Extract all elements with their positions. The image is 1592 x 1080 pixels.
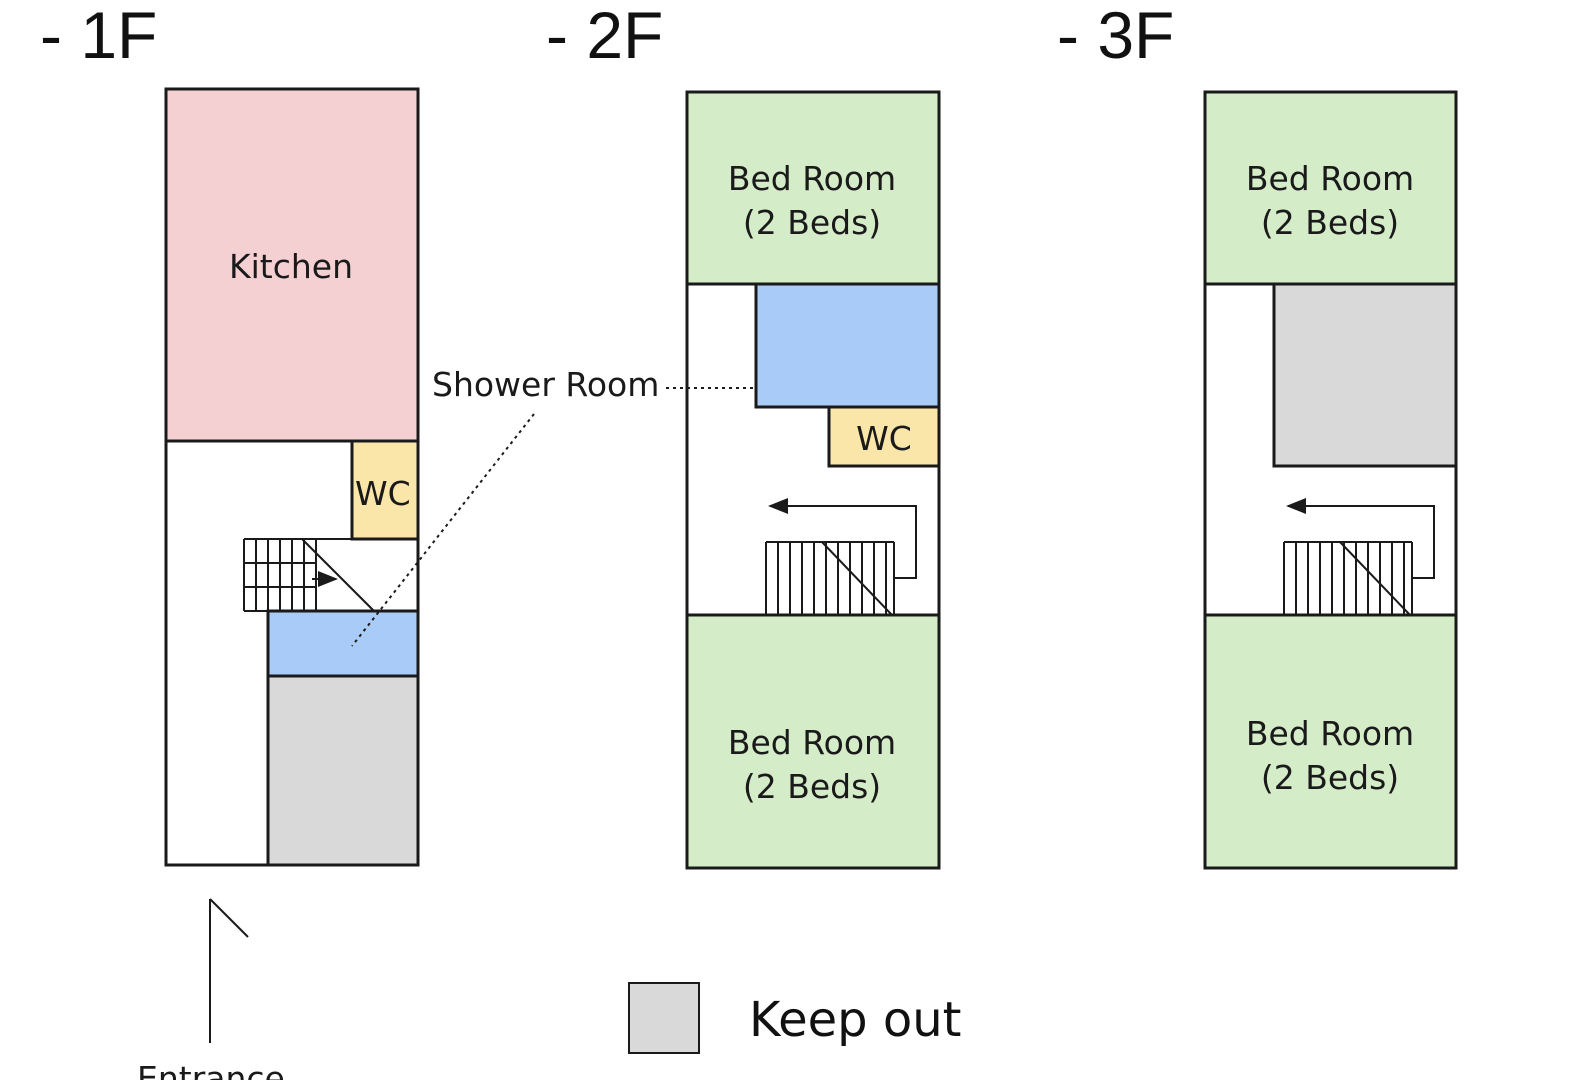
legend-keep-out-swatch: [628, 982, 700, 1054]
floor-title-1f: - 1F: [40, 0, 157, 72]
kitchen-label: Kitchen: [229, 247, 353, 286]
wc-label-1f: WC: [355, 474, 411, 513]
stairs-icon: [1283, 498, 1435, 616]
floor-title-2f: - 2F: [546, 0, 663, 72]
keep-out-area-1f: [266, 674, 420, 867]
shower-room-2f: [754, 282, 941, 409]
floor-3f: Bed Room (2 Beds) Bed Room (2 Beds): [1203, 90, 1458, 870]
kitchen-room: [164, 87, 420, 443]
floor-2f-outline: [685, 90, 941, 870]
shower-room-label: Shower Room: [432, 365, 659, 404]
stairs-icon: [765, 498, 917, 616]
bedroom-top-2f-label: Bed Room: [728, 159, 896, 198]
bedroom-bottom-3f-beds: (2 Beds): [1261, 758, 1399, 797]
floor-title-3f: - 3F: [1057, 0, 1174, 72]
floor-1f-outline: [164, 87, 420, 867]
bedroom-bottom-2f-beds: (2 Beds): [743, 767, 881, 806]
bedroom-bottom-2f-label: Bed Room: [728, 723, 896, 762]
entrance-label: Entrance: [137, 1059, 285, 1080]
floor-3f-outline: [1203, 90, 1458, 870]
shower-room-pointer-1f: [351, 413, 535, 647]
wc-room-2f: [827, 405, 941, 468]
bedroom-top-3f-label: Bed Room: [1246, 159, 1414, 198]
bedroom-top-3f-beds: (2 Beds): [1261, 203, 1399, 242]
bedroom-bottom-3f-label: Bed Room: [1246, 714, 1414, 753]
wc-label-2f: WC: [856, 419, 912, 458]
entrance-arrow-icon: [209, 898, 249, 1043]
legend-keep-out-label: Keep out: [749, 992, 961, 1048]
bedroom-top-2f-beds: (2 Beds): [743, 203, 881, 242]
floor-2f: Bed Room (2 Beds) WC Bed Room (2 Beds): [685, 90, 941, 870]
shower-room-1f: [266, 609, 420, 678]
floor-1f: Kitchen WC Entrance: [137, 87, 420, 1080]
keep-out-area-3f: [1272, 282, 1458, 468]
legend: Keep out: [628, 982, 961, 1054]
stairs-icon: [243, 538, 418, 612]
